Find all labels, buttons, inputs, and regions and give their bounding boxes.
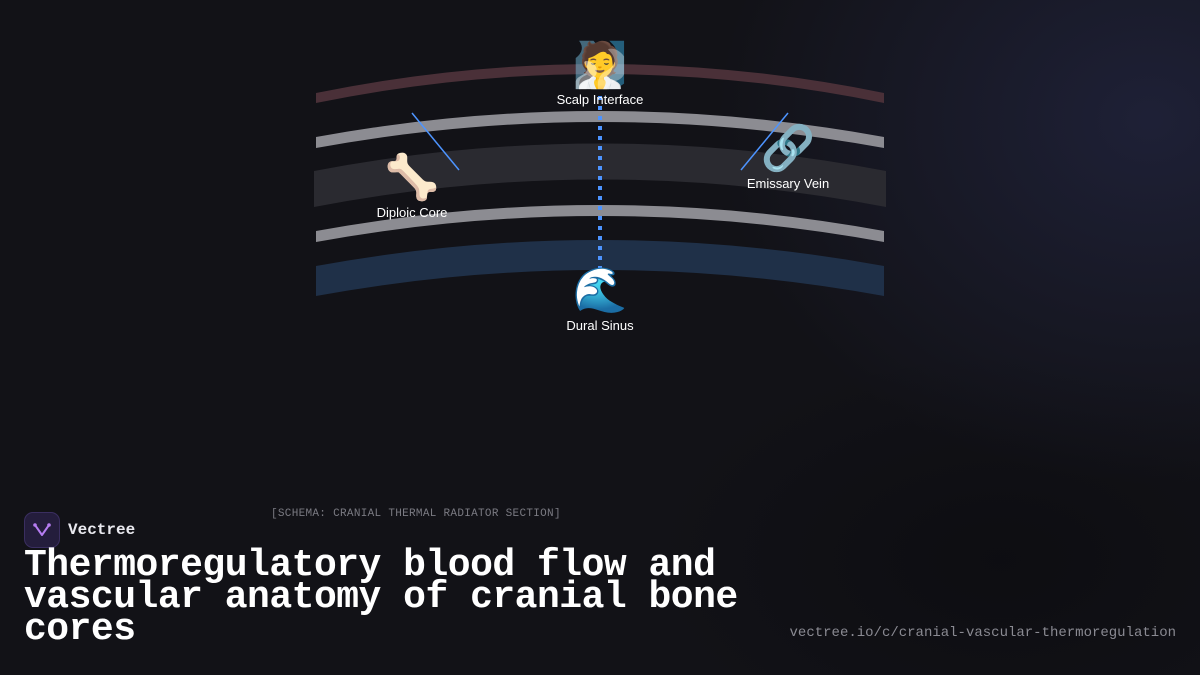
inner-table-layer <box>316 205 884 242</box>
wave-icon: 🌊 <box>573 265 628 316</box>
node-label: Diploic Core <box>377 205 448 220</box>
diploe-layer <box>314 143 886 207</box>
brand: Vectree <box>24 512 135 548</box>
outer-table-layer <box>316 111 884 148</box>
page-title: Thermoregulatory blood flow and vascular… <box>24 544 738 651</box>
node-label: Scalp Interface <box>557 92 644 107</box>
diploic-connector <box>411 112 460 171</box>
vectree-logo-icon <box>24 512 60 548</box>
node-dural-sinus: 🌊 Dural Sinus <box>566 265 634 333</box>
bone-icon: 🦴 <box>385 150 440 203</box>
node-label: Dural Sinus <box>566 318 634 333</box>
scalp-layer <box>316 64 884 103</box>
source-url[interactable]: vectree.io/c/cranial-vascular-thermoregu… <box>789 625 1176 641</box>
emissary-connector <box>740 112 789 171</box>
link-icon: 🔗 <box>761 121 816 174</box>
node-diploic-core: 🦴 Diploic Core <box>377 150 448 220</box>
node-label: Emissary Vein <box>747 176 829 191</box>
brand-name: Vectree <box>68 521 136 539</box>
person-icon: 🧖 <box>573 38 628 91</box>
schema-caption: [SCHEMA: CRANIAL THERMAL RADIATOR SECTIO… <box>271 508 561 520</box>
node-scalp-interface: 🧖 Scalp Interface <box>557 38 644 107</box>
node-emissary-vein: 🔗 Emissary Vein <box>747 121 829 191</box>
